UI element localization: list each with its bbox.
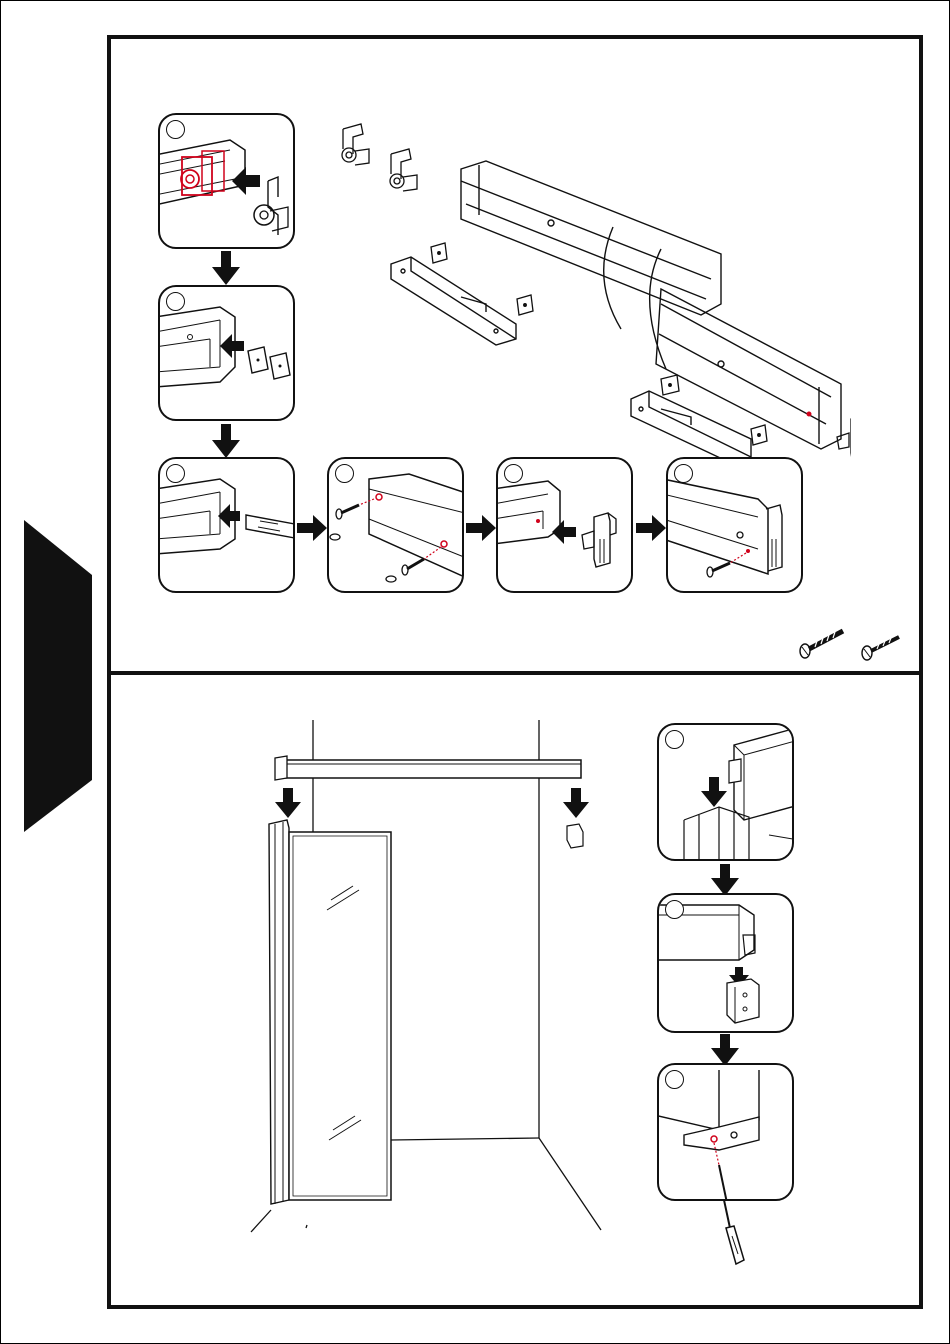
arrow-down-icon	[212, 251, 240, 285]
step-number-circle	[665, 730, 684, 749]
wall-mounting-panel	[107, 671, 923, 1309]
step-3-guide-insert	[158, 457, 295, 593]
arrow-right-icon	[297, 515, 327, 541]
arrow-down-icon	[711, 1034, 739, 1066]
arrow-down-icon	[711, 864, 739, 896]
step-number-circle	[665, 900, 684, 919]
step-number-circle	[674, 464, 693, 483]
step-number-circle	[335, 464, 354, 483]
step-1-roller-attach	[158, 113, 295, 249]
screwdriver-icon	[716, 1200, 756, 1270]
floor-guide-icon	[391, 257, 751, 459]
screw-parts	[791, 619, 911, 663]
step-number-circle	[504, 464, 523, 483]
step-1-wall-bracket-slide	[657, 723, 794, 861]
step-2-bracket-drop	[657, 893, 794, 1033]
arrow-right-icon	[636, 515, 666, 541]
step-number-circle	[166, 292, 185, 311]
step-number-circle	[166, 464, 185, 483]
step-3-ceiling-screw	[657, 1063, 794, 1201]
wall-profile-icon	[269, 820, 289, 1204]
step-4-screw-fix	[327, 457, 464, 593]
track-rail-icon	[275, 756, 581, 780]
step-number-circle	[665, 1070, 684, 1089]
arrow-down-icon	[275, 788, 301, 818]
track-assembly-panel	[107, 35, 923, 675]
wall-bracket-icon	[567, 824, 583, 848]
glass-panel-icon	[289, 832, 391, 1200]
arrow-right-icon	[466, 515, 496, 541]
step-2-pad-insert	[158, 285, 295, 421]
room-installation-scene	[241, 720, 621, 1240]
roller-bracket-icon	[342, 124, 417, 191]
end-cap-icon	[837, 413, 851, 459]
exploded-parts-view	[331, 119, 851, 459]
arrow-down-icon	[563, 788, 589, 818]
step-5-endcap-insert	[496, 457, 633, 593]
arrow-down-icon	[212, 424, 240, 458]
section-tab	[24, 520, 96, 836]
long-screw-icon	[800, 631, 843, 658]
step-6-endcap-screw	[666, 457, 803, 593]
square-pad-icon	[431, 243, 767, 445]
step-number-circle	[166, 120, 185, 139]
short-screw-icon	[862, 637, 899, 660]
